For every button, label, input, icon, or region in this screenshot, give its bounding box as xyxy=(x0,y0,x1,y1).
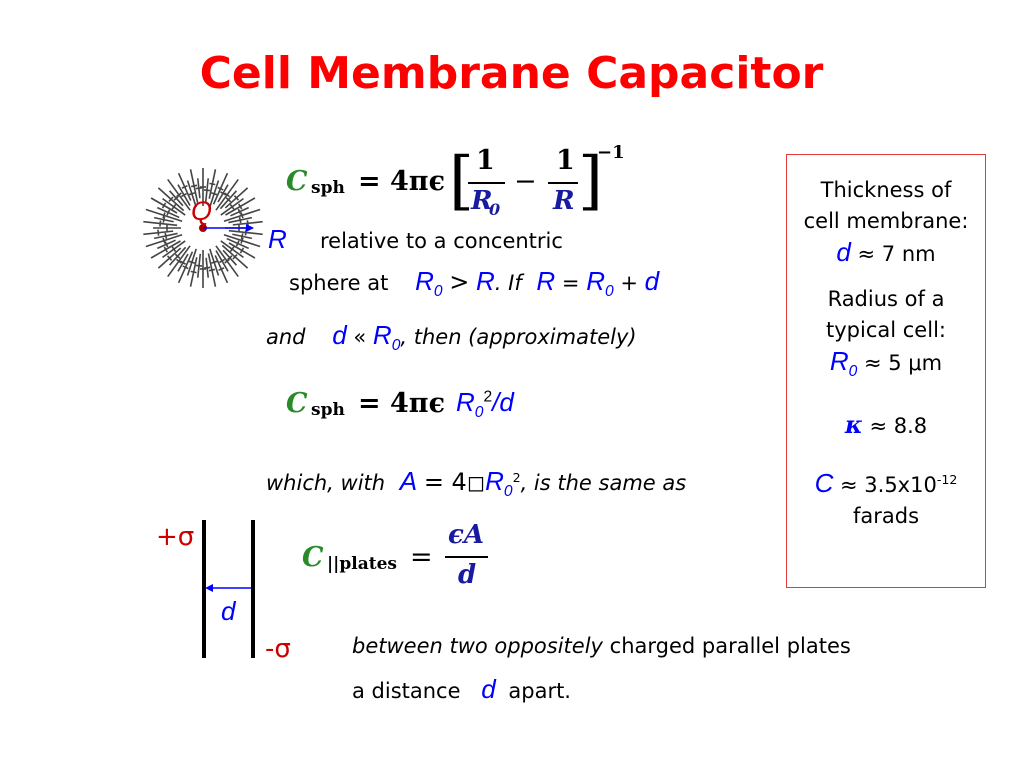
text-charged: charged parallel plates xyxy=(602,634,851,658)
text-apart: apart. xyxy=(508,679,571,703)
eq1-minus: − xyxy=(514,166,537,197)
text-and-line: and d « R0, then (approximately) xyxy=(266,320,637,355)
text-plus: + xyxy=(620,271,638,295)
eq1-num1: 1 xyxy=(476,145,495,176)
info-radius-line1: Radius of a xyxy=(827,287,945,311)
info-thickness-line1: Thickness of xyxy=(820,178,952,202)
text-gt: > xyxy=(449,268,470,296)
text-period-if: . If xyxy=(494,271,522,295)
eq1-bracket-right: ] xyxy=(578,144,603,218)
text-same: , is the same as xyxy=(520,471,687,495)
eq3-lhs: C xyxy=(302,542,324,573)
eq3-num: ϵA xyxy=(448,520,485,550)
radius-label: R xyxy=(268,224,287,254)
text-between-line: between two oppositely charged parallel … xyxy=(352,634,851,658)
plate-distance-label: d xyxy=(221,596,236,626)
eq1-equals: = 4πϵ xyxy=(358,166,446,197)
var-r-again: R xyxy=(536,266,556,296)
eq2-lhs: C xyxy=(286,388,308,419)
eq1-fraction-bar-1 xyxy=(468,182,505,184)
eq1-num2: 1 xyxy=(556,145,575,176)
text-ll: « xyxy=(353,325,367,349)
plus-sigma-label: +σ xyxy=(156,522,195,552)
text-relative: relative to a concentric xyxy=(320,229,563,253)
info-radius-line2: typical cell: xyxy=(826,318,946,342)
info-r0-line: R0 ≈ 5 μm xyxy=(829,346,943,381)
var-r0: R0 xyxy=(415,266,443,301)
eq1-den1: R xyxy=(471,186,493,216)
text-eq: = xyxy=(561,271,580,295)
eq1-lhs-sub: sph xyxy=(311,178,345,198)
right-plate xyxy=(251,520,255,658)
eq1-lhs: C xyxy=(286,166,308,197)
text-and: and xyxy=(266,325,306,349)
eq1-exponent: −1 xyxy=(597,142,625,163)
text-which-line: which, with A = 4◻R02, is the same as xyxy=(266,466,686,501)
left-plate xyxy=(202,520,206,658)
text-then: , then (approximately) xyxy=(400,325,637,349)
eq1-bracket-left: [ xyxy=(449,144,474,218)
info-c-line: C ≈ 3.5x10-12 xyxy=(814,468,958,499)
var-r0-2: R0 xyxy=(372,320,401,355)
concentric-sphere-diagram xyxy=(143,168,263,288)
eq3-lhs-sub: ||plates xyxy=(327,554,397,574)
text-sq: 2 xyxy=(512,470,521,485)
var-d2: d xyxy=(332,320,347,350)
page-title: Cell Membrane Capacitor xyxy=(199,48,824,99)
text-a-distance: a distance xyxy=(352,679,461,703)
var-r0b: R0 xyxy=(586,266,614,301)
eq2-lhs-sub: sph xyxy=(311,400,345,420)
eq2-equals: = 4πϵ xyxy=(358,388,446,419)
var-d-distance: d xyxy=(481,674,496,704)
info-thickness-line2: cell membrane: xyxy=(803,209,969,233)
info-d-line: d ≈ 7 nm xyxy=(836,237,936,267)
text-which: which, with xyxy=(266,471,386,495)
text-sphere-at-line: sphere at R0 > R. If R = R0 + d xyxy=(289,266,659,301)
eq1-den2: R xyxy=(553,186,575,216)
box-glyph: ◻ xyxy=(466,471,486,496)
eq3-den: d xyxy=(458,560,477,590)
minus-sigma-label: -σ xyxy=(265,634,291,664)
var-r: R xyxy=(476,266,495,296)
var-d: d xyxy=(644,266,660,296)
text-between: between two oppositely xyxy=(352,634,603,658)
info-kappa-line: κ ≈ 8.8 xyxy=(844,410,928,440)
var-r0-3: R0 xyxy=(485,466,513,501)
info-box: Thickness of cell membrane: d ≈ 7 nm Rad… xyxy=(786,154,986,588)
eq3-equals: = xyxy=(410,542,433,573)
eq2-r0: R02/d xyxy=(456,387,514,422)
info-farads: farads xyxy=(852,504,920,529)
charge-label: Q xyxy=(191,196,213,226)
text-sphere-at: sphere at xyxy=(289,271,389,295)
plate-gap-arrow xyxy=(205,584,251,592)
var-a: A xyxy=(399,466,418,496)
eq1-fraction-bar-2 xyxy=(548,182,578,184)
eq1-den1-sub: 0 xyxy=(489,200,501,219)
text-eq4: = 4 xyxy=(423,468,467,496)
eq3-fraction-bar xyxy=(445,556,488,558)
text-distance-line: a distance d apart. xyxy=(352,674,571,705)
